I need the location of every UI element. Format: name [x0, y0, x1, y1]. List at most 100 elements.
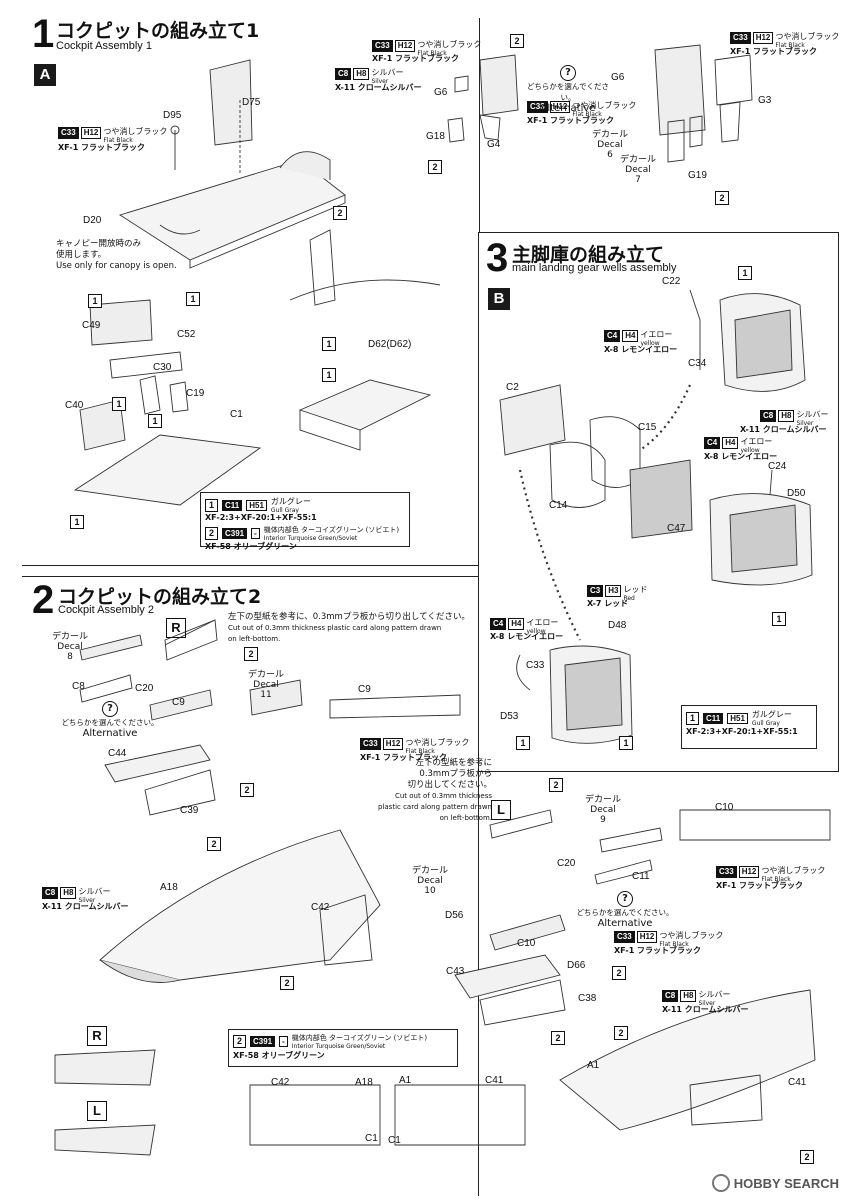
color-ref-1: 1	[186, 292, 200, 306]
part-label: C1	[230, 409, 243, 420]
part-label: C49	[82, 320, 101, 331]
part-label: A18	[355, 1077, 373, 1088]
part-label: G6	[434, 87, 448, 98]
step2-subtitle: Cockpit Assembly 2	[58, 604, 154, 616]
part-label: C10	[517, 938, 536, 949]
part-label: C1	[365, 1133, 378, 1144]
pattern-r-marker: R	[166, 618, 186, 638]
part-label: C42	[311, 902, 330, 913]
color-ref-2: 2	[244, 647, 258, 661]
part-label: C9	[358, 684, 371, 695]
color-ref-2: 2	[715, 191, 729, 205]
canopy-note: キャノピー開放時のみ使用します。Use only for canopy is o…	[56, 239, 177, 271]
paint-ref: X-11 クロームシルバー	[740, 425, 827, 434]
alternative-callout-2: ? どちらかを選んでください。 Alternative	[61, 701, 159, 739]
part-label: C40	[65, 400, 84, 411]
part-label: A18	[160, 882, 178, 893]
part-label: C44	[108, 748, 127, 759]
plastic-card-note-1: 左下の型紙を参考に、0.3mmプラ板から切り出してください。Cut out of…	[228, 612, 470, 643]
paint-ref: XF-1 フラットブラック	[730, 47, 818, 56]
part-label: D53	[500, 711, 519, 722]
part-label: C33	[526, 660, 545, 671]
part-label: G3	[758, 95, 772, 106]
part-label: C20	[557, 858, 576, 869]
part-label: D56	[445, 910, 464, 921]
part-label: G18	[426, 131, 445, 142]
alternative-callout-3: ? どちらかを選んでください。 Alternative	[576, 891, 674, 929]
paint-ref: XF-1 フラットブラック	[372, 54, 460, 63]
part-label: C47	[667, 523, 686, 534]
color-ref-1: 1	[322, 368, 336, 382]
pattern-r-template-label: R	[87, 1026, 107, 1046]
pattern-l-marker: L	[491, 800, 511, 820]
part-label: C9	[172, 697, 185, 708]
part-label: C41	[788, 1077, 807, 1088]
part-label: C20	[135, 683, 154, 694]
paint-ref: XF-1 フラットブラック	[360, 753, 448, 762]
alternative-callout-1: ? どちらかを選んでください。 Alternative	[526, 65, 610, 114]
paint-ref: X-8 レモンイエロー	[604, 345, 678, 354]
color-ref-1: 1	[70, 515, 84, 529]
color-ref-2: 2	[614, 1026, 628, 1040]
color-ref-1: 1	[516, 736, 530, 750]
color-ref-2: 2	[428, 160, 442, 174]
color-ref-2: 2	[333, 206, 347, 220]
color-ref-2: 2	[549, 778, 563, 792]
paint-ref: X-11 クロームシルバー	[42, 902, 129, 911]
color-ref-1: 1	[148, 414, 162, 428]
part-label: C2	[506, 382, 519, 393]
step3-subtitle: main landing gear wells assembly	[512, 262, 677, 274]
color-ref-2: 2	[207, 837, 221, 851]
alternative-icon: ?	[102, 701, 118, 717]
part-label: C52	[177, 329, 196, 340]
step1-subtitle: Cockpit Assembly 1	[56, 40, 152, 52]
part-label: A1	[399, 1075, 412, 1086]
part-label: D50	[787, 488, 806, 499]
part-label: D95	[163, 110, 182, 121]
part-label: C22	[662, 276, 681, 287]
part-label: D20	[83, 215, 102, 226]
part-label: D62(D62)	[368, 339, 412, 350]
part-label: C34	[688, 358, 707, 369]
part-label: C15	[638, 422, 657, 433]
step3-title: 主脚庫の組み立て	[512, 244, 665, 266]
paint-ref: X-8 レモンイエロー	[490, 632, 564, 641]
part-label: G6	[611, 72, 625, 83]
paint-ref: X-11 クロームシルバー	[335, 83, 422, 92]
color-ref-1: 1	[738, 266, 752, 280]
part-label: C14	[549, 500, 568, 511]
step3-number: 3	[486, 236, 509, 280]
part-label: D48	[608, 620, 627, 631]
step1-title: コクピットの組み立て1	[56, 20, 260, 42]
section-b-badge: B	[488, 288, 510, 310]
color-ref-1: 1	[88, 294, 102, 308]
part-label: C8	[72, 681, 85, 692]
part-label: C43	[446, 966, 465, 977]
color-ref-2: 2	[510, 34, 524, 48]
part-label: G19	[688, 170, 707, 181]
part-label: A1	[587, 1060, 600, 1071]
part-label: C30	[153, 362, 172, 373]
color-ref-2: 2	[612, 966, 626, 980]
paint-ref: XF-1 フラットブラック	[58, 143, 146, 152]
paint-ref: XF-1 フラットブラック	[527, 116, 615, 125]
step2-title: コクピットの組み立て2	[58, 586, 262, 608]
color-ref-1: 1	[772, 612, 786, 626]
paint-ref: X-8 レモンイエロー	[704, 452, 778, 461]
